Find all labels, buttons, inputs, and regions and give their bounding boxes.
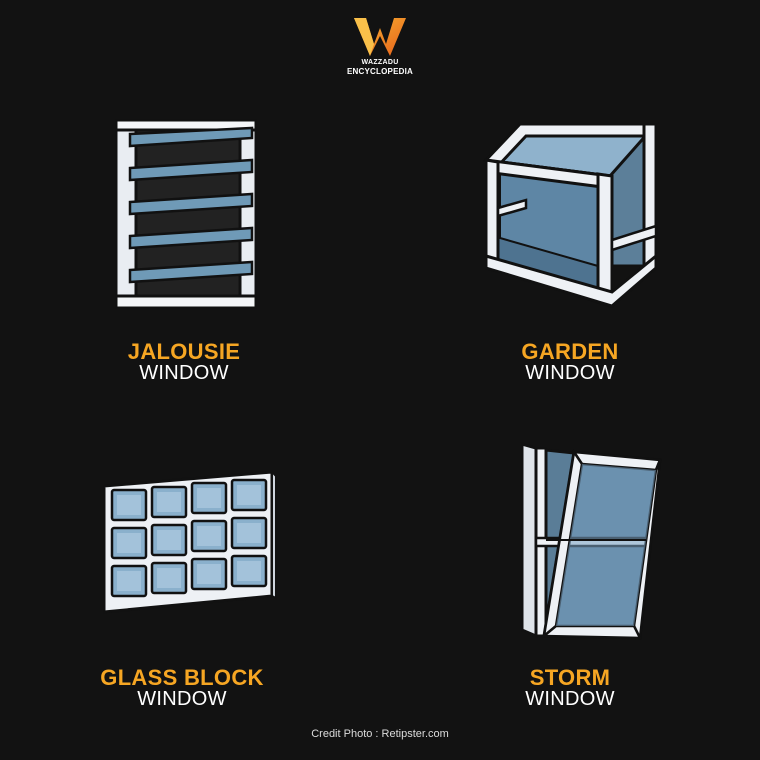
brand-name-bottom: ENCYCLOPEDIA <box>347 67 413 76</box>
garden-window-icon <box>482 122 660 309</box>
window-subtitle: WINDOW <box>137 688 227 711</box>
window-subtitle: WINDOW <box>525 688 615 711</box>
caption-glass-block: GLASS BLOCK WINDOW <box>52 666 312 710</box>
window-title: GARDEN <box>521 339 619 364</box>
caption-garden: GARDEN WINDOW <box>440 340 700 384</box>
window-title: STORM <box>529 665 611 690</box>
caption-jalousie: JALOUSIE WINDOW <box>54 340 314 384</box>
brand-name-top: WAZZADU <box>361 59 399 66</box>
window-title: GLASS BLOCK <box>100 665 264 690</box>
glass-block-window-icon <box>102 469 277 614</box>
window-subtitle: WINDOW <box>139 362 229 385</box>
window-subtitle: WINDOW <box>525 362 615 385</box>
caption-storm: STORM WINDOW <box>440 666 700 710</box>
w-logo-icon <box>354 18 406 56</box>
brand-logo: WAZZADU ENCYCLOPEDIA <box>330 14 430 84</box>
storm-window-icon <box>520 442 662 640</box>
photo-credit: Credit Photo : Retipster.com <box>311 728 449 740</box>
jalousie-window-icon <box>114 118 258 310</box>
window-title: JALOUSIE <box>127 339 241 364</box>
